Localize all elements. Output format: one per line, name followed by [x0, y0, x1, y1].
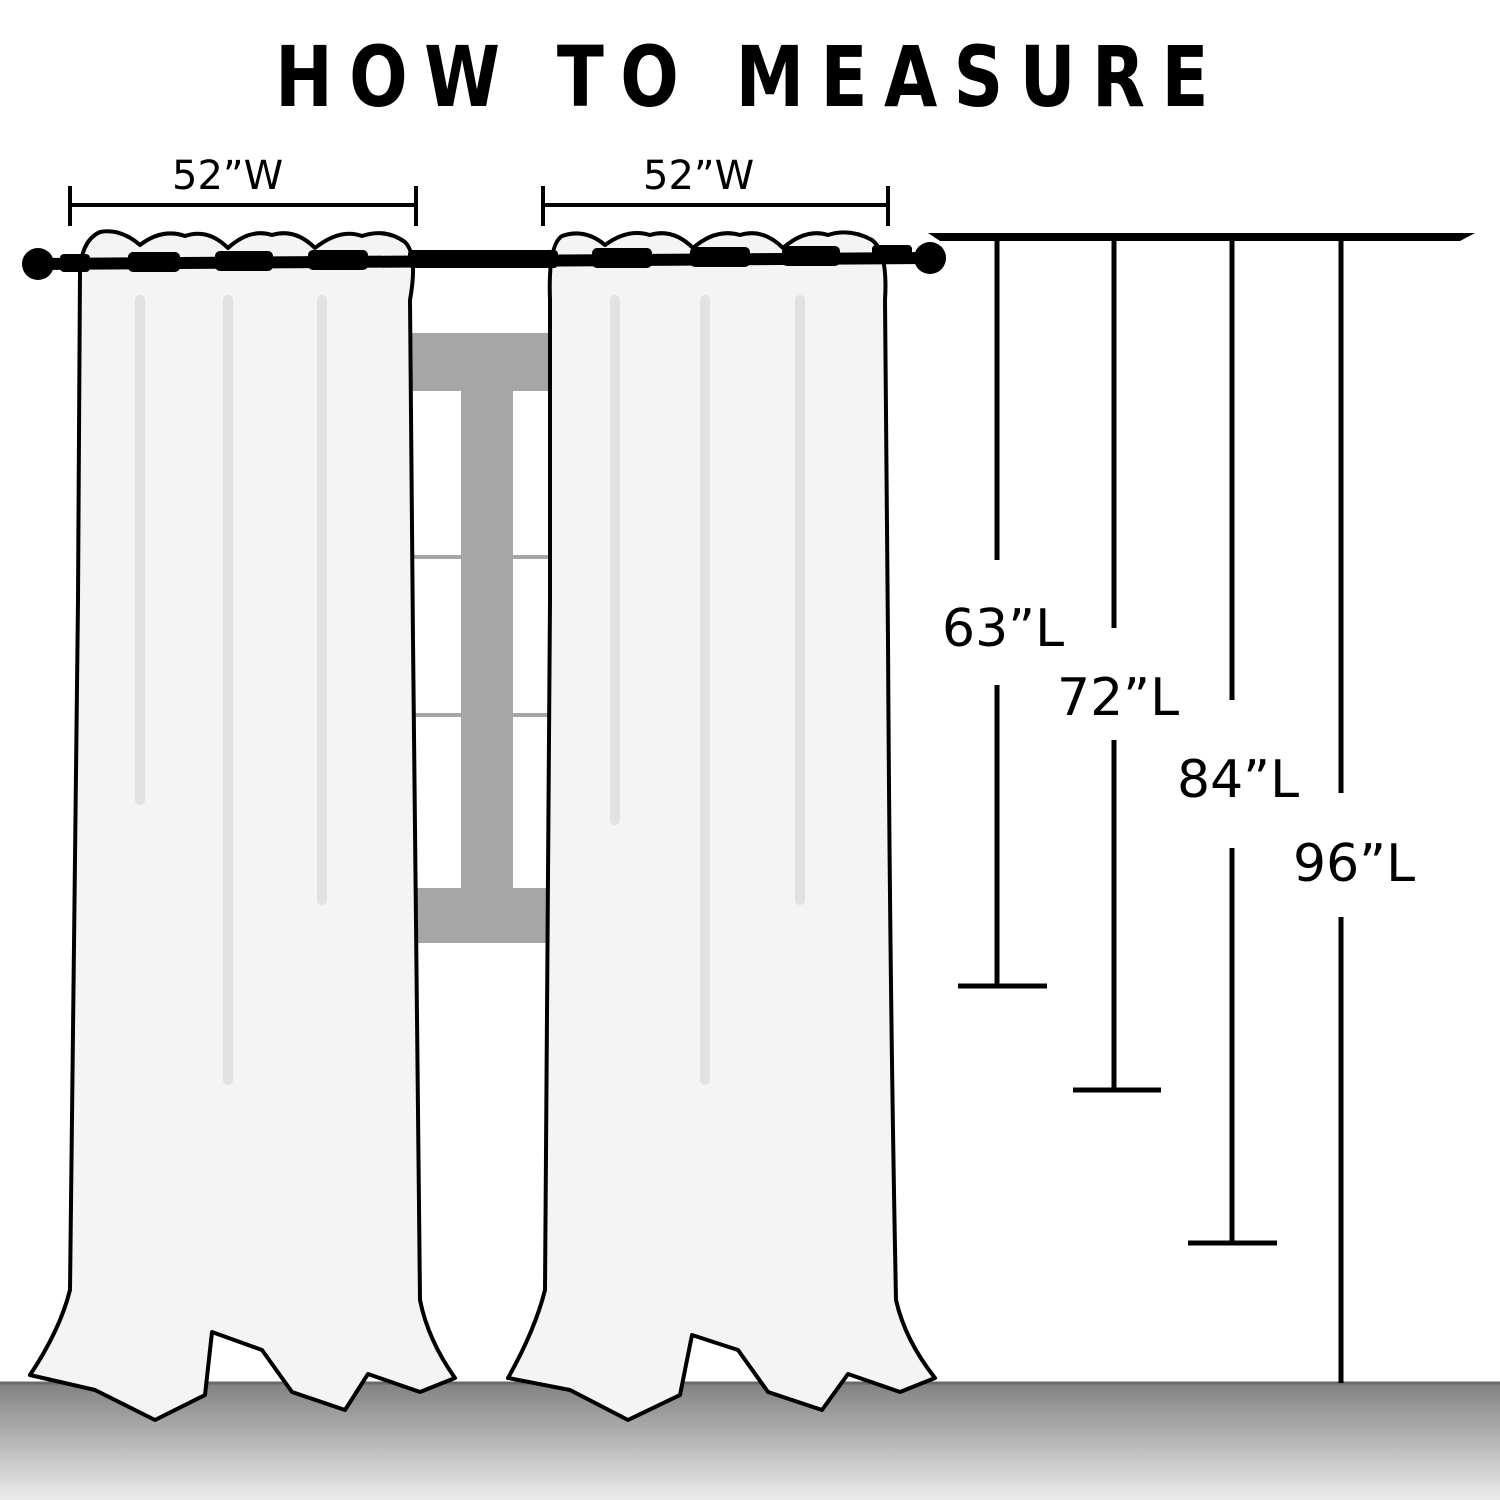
length-label-84: 84”L: [1177, 750, 1300, 810]
right-curtain-panel: [506, 230, 937, 1422]
width-label-left: 52”W: [172, 153, 284, 199]
length-label-72: 72”L: [1057, 668, 1180, 728]
length-top-bar: [928, 233, 1475, 241]
width-dimension-right: [541, 186, 890, 226]
page-title: HOW TO MEASURE: [275, 28, 1225, 126]
grommet-rings: [60, 245, 912, 272]
curtain-rod-icon: [22, 242, 946, 280]
width-dimension-left: [68, 186, 418, 226]
length-label-63: 63”L: [942, 599, 1065, 659]
length-line-84: [1188, 240, 1277, 1246]
width-label-right: 52”W: [643, 153, 755, 199]
length-line-72: [1073, 240, 1161, 1093]
length-label-96: 96”L: [1293, 834, 1416, 894]
floor: [0, 1382, 1500, 1500]
left-curtain-panel: [28, 229, 457, 1422]
length-line-63: [958, 240, 1047, 989]
window-frame-icon: [400, 333, 560, 943]
